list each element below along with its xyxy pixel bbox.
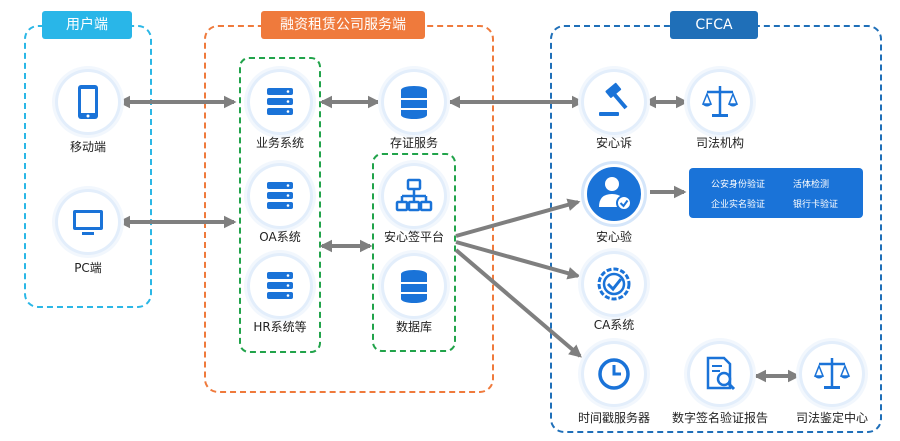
database-icon <box>401 270 427 303</box>
server-icon <box>267 182 293 209</box>
sign-platform-label: 安心签平台 <box>383 230 444 244</box>
hr-system-node <box>250 256 310 316</box>
business-system-label: 业务系统 <box>255 136 304 150</box>
storage-service-label: 存证服务 <box>389 136 438 150</box>
judicial-org-label: 司法机构 <box>695 136 744 150</box>
judicial-center-node <box>802 344 862 404</box>
identity-verification-box: 公安身份验证 活体检测 企业实名验证 银行卡验证 <box>689 168 863 218</box>
anxin-yan-node <box>581 161 647 227</box>
timestamp-server-node <box>584 344 644 404</box>
internal-systems-group <box>239 57 321 353</box>
ca-system-node <box>584 254 644 314</box>
oa-system-node <box>250 166 310 226</box>
anxin-su-node <box>584 72 644 132</box>
network-hierarchy-icon <box>395 178 433 212</box>
badge-check-icon <box>597 267 631 301</box>
platform-group <box>372 153 456 352</box>
verify-police-id: 公安身份验证 <box>711 180 766 190</box>
database-label: 数据库 <box>395 320 432 334</box>
anxin-su-label: 安心诉 <box>595 136 632 150</box>
document-search-icon <box>706 356 736 391</box>
hr-system-label: HR系统等 <box>253 320 307 334</box>
smartphone-icon <box>78 85 98 119</box>
gavel-icon <box>599 82 628 116</box>
anxin-yan-label: 安心验 <box>595 230 632 244</box>
oa-system-label: OA系统 <box>259 230 301 244</box>
signature-report-node <box>690 344 750 404</box>
mobile-node <box>58 72 118 132</box>
pc-label: PC端 <box>74 261 102 275</box>
verify-enterprise: 企业实名验证 <box>711 200 766 210</box>
lease-zone-title: 融资租赁公司服务端 <box>261 11 425 39</box>
judicial-org-node <box>690 72 750 132</box>
database-icon <box>401 86 427 119</box>
arrow-platform-timestamp <box>454 248 582 358</box>
business-system-node <box>250 72 310 132</box>
sign-platform-node <box>384 166 444 226</box>
timestamp-server-label: 时间戳服务器 <box>577 411 650 425</box>
signature-report-label: 数字签名验证报告 <box>671 411 768 425</box>
scales-of-justice-icon <box>701 86 739 117</box>
server-icon <box>267 88 293 115</box>
arrow-platform-ca <box>455 240 581 280</box>
cfca-zone-title: CFCA <box>670 11 758 39</box>
verify-bank-card: 银行卡验证 <box>793 200 839 210</box>
user-zone-title: 用户端 <box>42 11 132 39</box>
mobile-label: 移动端 <box>69 140 106 154</box>
database-node <box>384 256 444 316</box>
scales-of-justice-icon <box>813 358 851 389</box>
ca-system-label: CA系统 <box>593 318 635 332</box>
monitor-icon <box>73 210 103 235</box>
pc-node <box>58 192 118 252</box>
verify-liveness: 活体检测 <box>793 180 830 190</box>
arrow-platform-anxinyan <box>455 198 581 238</box>
clock-icon <box>598 358 630 390</box>
server-icon <box>267 272 293 299</box>
judicial-center-label: 司法鉴定中心 <box>795 411 868 425</box>
storage-service-node <box>384 72 444 132</box>
user-verified-icon <box>599 177 632 211</box>
